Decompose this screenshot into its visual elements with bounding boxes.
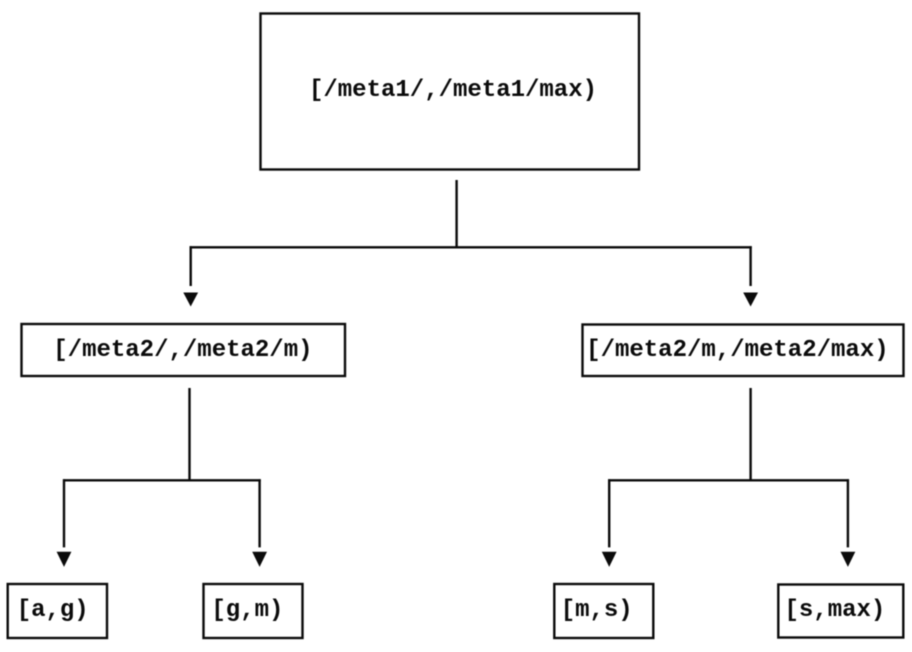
svg-text:[/meta1/,/meta1/max): [/meta1/,/meta1/max) [309,77,597,104]
svg-text:[a,g): [a,g) [17,597,89,624]
svg-text:[/meta2/m,/meta2/max): [/meta2/m,/meta2/max) [586,337,888,364]
svg-text:[g,m): [g,m) [211,597,283,624]
svg-text:[s,max): [s,max) [784,597,885,624]
svg-text:[m,s): [m,s) [561,597,633,624]
svg-text:[/meta2/,/meta2/m): [/meta2/,/meta2/m) [53,337,312,364]
